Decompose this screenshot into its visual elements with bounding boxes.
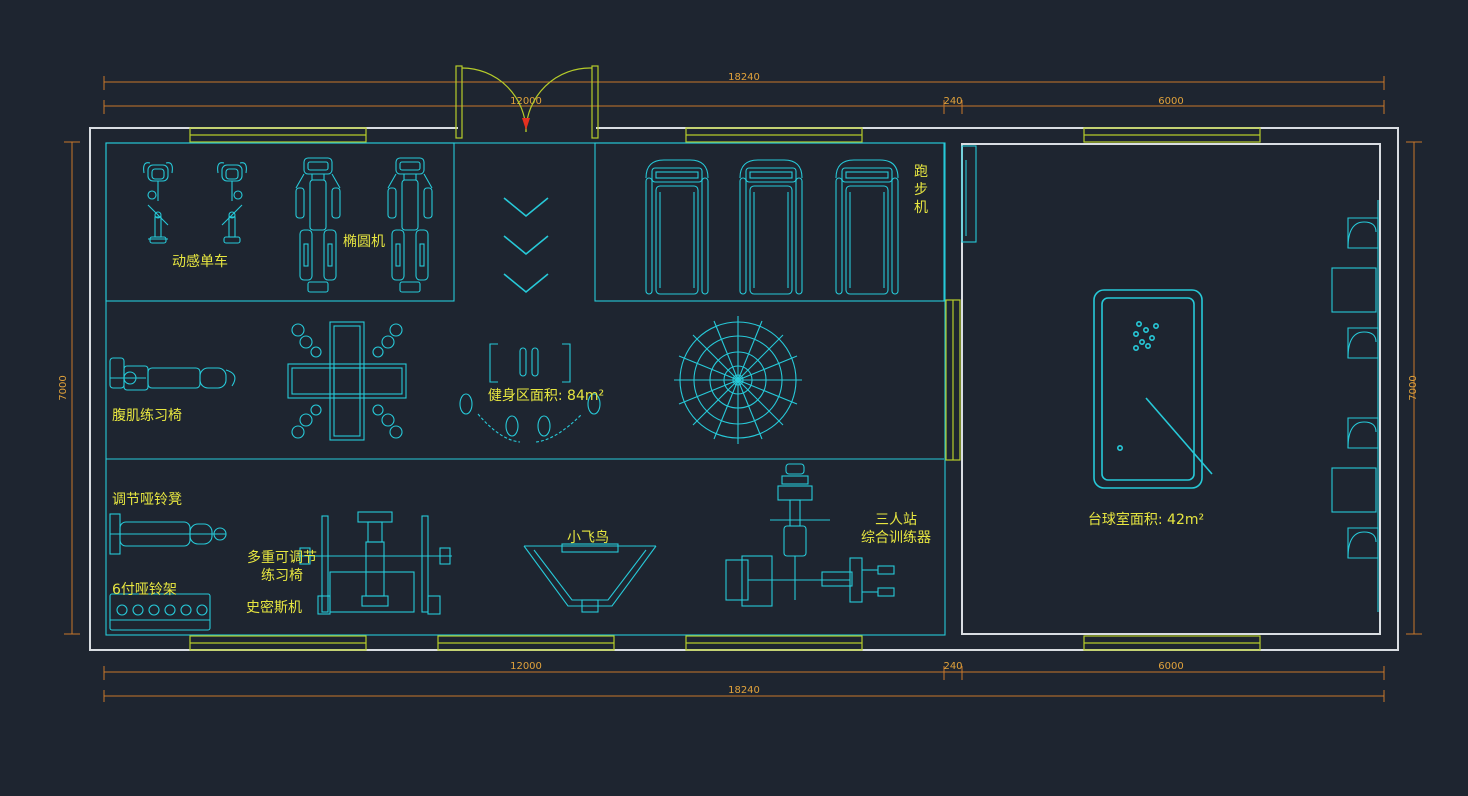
label-three-station-line2: 综合训练器 (861, 530, 931, 546)
dim-bottom-total: 18240 (728, 685, 760, 696)
label-billiard-area: 台球室面积: 42m² (1088, 511, 1204, 528)
entrance-door (455, 65, 599, 139)
label-spin-bike: 动感单车 (172, 253, 228, 270)
lounge-chairs-icon (1331, 200, 1379, 612)
entry-arrow-icon (503, 197, 549, 294)
dim-bottom-mid: 240 (943, 661, 962, 672)
label-multi-bench-line1: 多重可调节 (247, 549, 317, 566)
walls (89, 127, 1399, 651)
treadmill-icon (645, 159, 899, 295)
dim-bottom-right: 6000 (1158, 661, 1183, 672)
spin-bike-icon (143, 162, 247, 244)
dim-left-height: 7000 (58, 375, 69, 400)
zone-boundaries (105, 142, 945, 460)
smith-machine-icon (296, 511, 452, 615)
label-smith-machine: 史密斯机 (246, 599, 302, 616)
billiard-table-icon (1093, 289, 1213, 489)
dumbbell-rack-icon (109, 593, 211, 631)
label-three-station-line1: 三人站 (875, 512, 917, 528)
dimension-lines (64, 76, 1422, 702)
ab-bench-icon (109, 357, 236, 391)
fly-machine-icon (523, 543, 657, 613)
dim-top-mid: 240 (943, 96, 962, 107)
dim-top-total: 18240 (728, 72, 760, 83)
wall-cabinet-icon (961, 145, 977, 243)
stretch-station-icon (459, 343, 601, 443)
dim-bottom-left: 12000 (510, 661, 542, 672)
dim-right-height: 7000 (1408, 375, 1419, 400)
label-elliptical: 椭圆机 (343, 234, 385, 250)
windows (189, 127, 1261, 651)
label-gym-area: 健身区面积: 84m² (488, 388, 604, 404)
label-fly-machine: 小飞鸟 (567, 530, 609, 546)
elliptical-icon (295, 157, 433, 293)
label-multi-bench-line2: 练习椅 (261, 568, 303, 584)
three-station-trainer-icon (725, 463, 895, 607)
label-ab-bench: 腹肌练习椅 (112, 407, 182, 424)
cross-station-icon (287, 321, 407, 441)
label-treadmill: 跑 步 机 (914, 164, 932, 216)
dim-top-right: 6000 (1158, 96, 1183, 107)
dumbbell-bench-icon (109, 513, 227, 555)
label-dumbbell-rack: 6付哑铃架 (112, 582, 177, 598)
dim-top-left: 12000 (510, 96, 542, 107)
label-dumbbell-bench: 调节哑铃凳 (112, 492, 182, 508)
web-trainer-icon (674, 316, 802, 444)
